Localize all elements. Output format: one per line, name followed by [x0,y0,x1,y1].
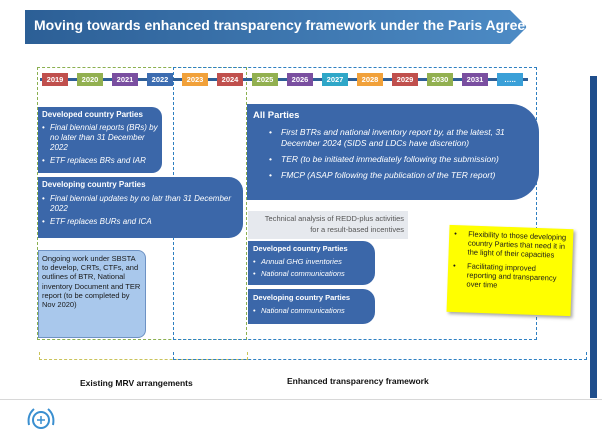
developing-existing-bullet: ETF replaces BURs and ICA [42,217,239,227]
year-2019: 2019 [42,73,68,86]
year-2029: 2029 [392,73,418,86]
title-banner [25,10,527,44]
year-2022: 2022 [147,73,173,86]
redd-plus-box: Technical analysis of REDD-plus activiti… [248,211,408,239]
ongoing-work-text: Ongoing work under SBSTA to develop, CRT… [42,254,141,310]
existing-label: Existing MRV arrangements [80,378,193,388]
developed-enhanced-header: Developed country Parties [253,244,348,253]
enhanced-label: Enhanced transparency framework [287,376,429,386]
developed-existing-header: Developed country Parties [42,110,143,119]
year-2027: 2027 [322,73,348,86]
developing-enhanced-box: Developing country Parties National comm… [248,289,375,324]
year-2023: 2023 [182,73,208,86]
year-2028: 2028 [357,73,383,86]
developed-enhanced-box: Developed country Parties Annual GHG inv… [248,241,375,285]
page-title: Moving towards enhanced transparency fra… [34,17,559,33]
redd-line-2: for a result-based incentives [310,225,404,234]
developing-existing-header: Developing country Parties [42,180,146,189]
year-2021: 2021 [112,73,138,86]
developed-existing-bullet: Final biennial reports (BRs) by no later… [42,123,158,153]
year-2031: 2031 [462,73,488,86]
all-parties-bullet: TER (to be initiated immediately followi… [269,154,533,165]
timeline-axis [40,78,528,81]
flexibility-bullet: Flexibility to those developing country … [453,229,568,260]
all-parties-bullet: FMCP (ASAP following the publication of … [269,170,533,181]
developing-enhanced-bullet: National communications [253,306,370,316]
unfccc-logo-icon [27,408,55,429]
footer-divider [0,399,602,400]
year-2020: 2020 [77,73,103,86]
redd-line-1: Technical analysis of REDD-plus activiti… [264,214,404,223]
all-parties-box: All Parties First BTRs and national inve… [247,104,539,200]
ongoing-work-box: Ongoing work under SBSTA to develop, CRT… [38,250,146,338]
year-2025: 2025 [252,73,278,86]
developed-existing-box: Developed country Parties Final biennial… [38,107,162,173]
year-2024: 2024 [217,73,243,86]
developed-enhanced-bullet: Annual GHG inventories [253,257,370,267]
developing-enhanced-header: Developing country Parties [253,293,351,302]
existing-brace [39,352,248,360]
developing-existing-box: Developing country Parties Final biennia… [38,177,243,238]
all-parties-header: All Parties [253,110,300,121]
developing-existing-bullet: Final biennial updates by no latr than 3… [42,194,239,214]
year-2030: 2030 [427,73,453,86]
flexibility-bullet: Facilitating improved reporting and tran… [452,261,567,292]
developed-existing-bullet: ETF replaces BRs and IAR [42,156,158,166]
right-edge-bar [590,76,597,398]
enhanced-brace [173,352,587,360]
year-continuation: ….. [497,73,523,86]
existing-arrangements-frame [37,67,247,340]
year-2026: 2026 [287,73,313,86]
developed-enhanced-bullet: National communications [253,269,370,279]
all-parties-bullet: First BTRs and national inventory report… [269,127,533,149]
flexibility-box: Flexibility to those developing country … [446,224,574,317]
